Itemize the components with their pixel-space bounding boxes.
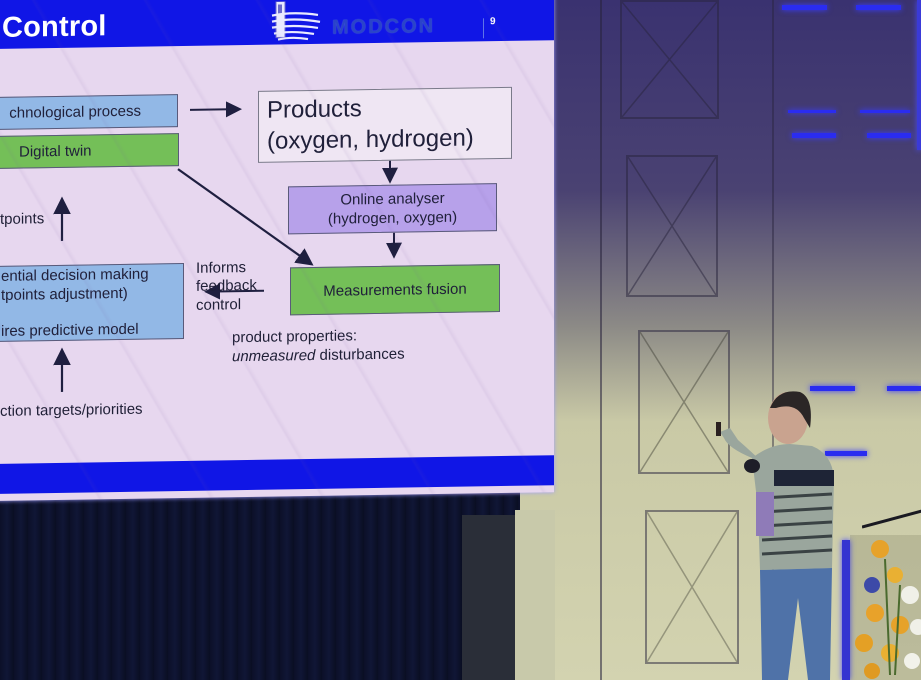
wall-panel — [626, 155, 718, 297]
targets-label: ction targets/priorities — [0, 400, 143, 420]
slide-footer — [0, 455, 554, 494]
divider — [483, 18, 484, 39]
box-label: Online analyser — [340, 189, 445, 209]
box-label: ires predictive model — [1, 320, 139, 340]
stage-led-light — [867, 133, 911, 138]
feedback-label: feedback — [196, 276, 257, 295]
slide-number: 9 — [490, 16, 496, 28]
stage-led-light — [788, 110, 836, 113]
stage-curtain — [0, 495, 520, 680]
presenter-arm — [720, 428, 766, 466]
sweater-stripe — [774, 470, 834, 486]
microphone-stand — [862, 509, 921, 529]
box-label: (hydrogen, oxygen) — [327, 208, 458, 228]
box-label: Products — [267, 95, 362, 124]
box-label: (oxygen, hydrogen) — [267, 124, 474, 155]
box-label: Measurements fusion — [323, 280, 467, 300]
technological-process-box: chnological process — [0, 94, 178, 130]
stage-led-light — [856, 5, 901, 10]
clicker-icon — [716, 422, 721, 436]
wall-panel — [638, 330, 730, 474]
flower-arrangement — [850, 535, 921, 680]
lanyard-badge — [756, 492, 774, 536]
stage-led-light — [887, 386, 921, 391]
modcon-logo-icon — [271, 0, 321, 41]
slide-header: Control MODCON 9 — [0, 0, 554, 50]
stage-edge — [515, 510, 555, 680]
wall-panel — [645, 510, 739, 664]
unmeasured-disturbances-label: unmeasured disturbances — [232, 345, 405, 367]
disturbances-text: disturbances — [315, 345, 405, 364]
online-analyser-box: Online analyser (hydrogen, oxygen) — [288, 183, 497, 235]
stage-led-light — [792, 133, 836, 138]
stage-led-light — [860, 110, 910, 113]
box-label: Digital twin — [19, 142, 92, 161]
stage-led-light — [825, 451, 867, 456]
digital-twin-box: Digital twin — [0, 133, 179, 169]
stage-wall — [520, 0, 921, 680]
products-box: Products (oxygen, hydrogen) — [258, 86, 512, 163]
diagram-connectors — [53, 101, 402, 392]
arrow-icon — [190, 101, 242, 118]
informs-label: Informs — [196, 259, 247, 277]
setpoints-label: tpoints — [0, 210, 45, 228]
sweater-stripes — [761, 492, 833, 556]
stage-led-light — [842, 540, 850, 680]
presenter-jeans — [760, 568, 832, 680]
microphone-icon — [744, 459, 760, 473]
projection-screen: Control MODCON 9 chnological process Dig… — [0, 0, 554, 501]
control-label: control — [196, 296, 242, 314]
measurements-fusion-box: Measurements fusion — [290, 264, 500, 316]
presenter-hair — [770, 391, 811, 428]
presenter — [716, 391, 834, 680]
wall-pillar — [600, 0, 774, 680]
stage-led-light — [782, 5, 827, 10]
stage-led-light — [810, 386, 855, 391]
logo-text: MODCON — [332, 15, 436, 39]
stage-step — [462, 515, 522, 680]
slide-title: Control — [2, 10, 107, 44]
decision-making-box: ential decision making tpoints adjustmen… — [0, 263, 184, 342]
wall-panel — [620, 0, 719, 119]
stage-led-light — [917, 0, 921, 150]
box-label: chnological process — [9, 102, 141, 122]
unmeasured-text: unmeasured — [232, 346, 316, 366]
product-properties-label: product properties: — [232, 327, 358, 347]
